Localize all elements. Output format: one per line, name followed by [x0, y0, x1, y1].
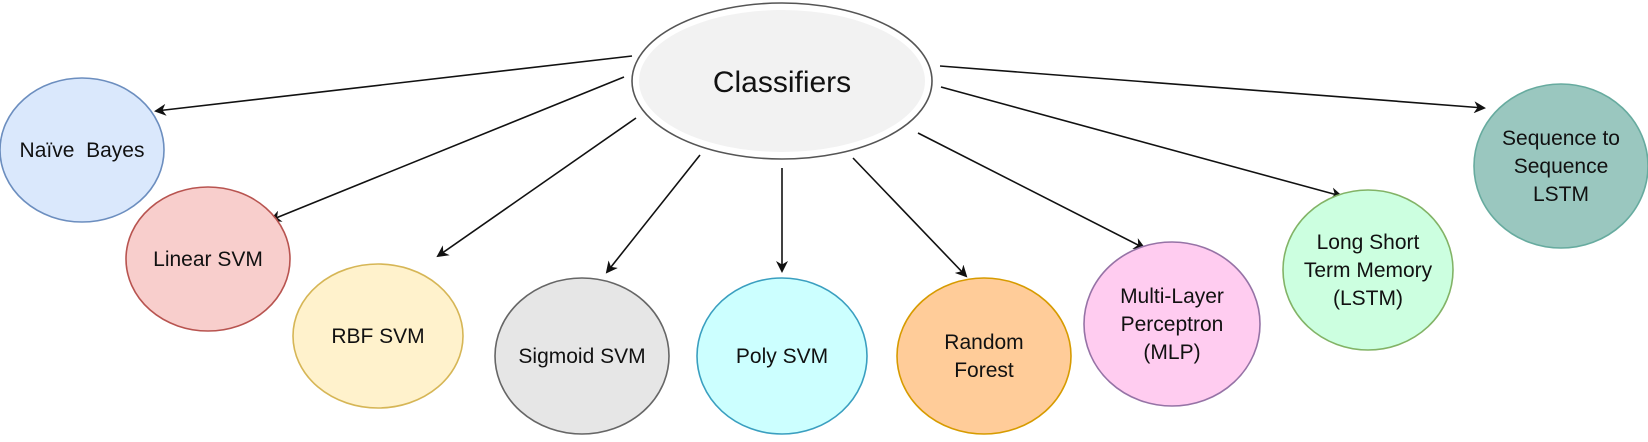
- node-label-linear-svm: Linear SVM: [153, 248, 263, 271]
- edge-arrow-lstm: [940, 86, 1343, 200]
- root-label: Classifiers: [713, 66, 851, 99]
- node-ellipse-linear-svm: [125, 186, 291, 332]
- edge-arrow-naive-bayes: [154, 55, 633, 116]
- root-node: Classifiers: [631, 2, 933, 160]
- node-poly-svm: Poly SVM: [696, 277, 868, 435]
- node-label-mlp: Multi-Layer: [1120, 285, 1224, 308]
- edge-arrow-seq2seq-lstm: [939, 65, 1486, 114]
- node-label-mlp: (MLP): [1143, 341, 1200, 364]
- edges-group: [154, 55, 1486, 278]
- node-naive-bayes: Naïve Bayes: [0, 77, 165, 223]
- node-ellipse-lstm: [1282, 189, 1454, 351]
- node-rbf-svm: RBF SVM: [292, 263, 464, 409]
- node-label-poly-svm: Poly SVM: [736, 345, 828, 368]
- node-ellipse-rbf-svm: [292, 263, 464, 409]
- node-label-seq2seq-lstm: LSTM: [1533, 183, 1589, 206]
- node-label-seq2seq-lstm: Sequence to: [1502, 127, 1620, 150]
- node-sigmoid-svm: Sigmoid SVM: [494, 277, 670, 435]
- node-label-random-forest: Forest: [954, 359, 1014, 382]
- edge-arrow-linear-svm: [269, 76, 625, 222]
- node-label-seq2seq-lstm: Sequence: [1514, 155, 1609, 178]
- edge-arrow-random-forest: [852, 157, 968, 278]
- edge-arrow-rbf-svm: [436, 117, 637, 258]
- node-label-sigmoid-svm: Sigmoid SVM: [518, 345, 645, 368]
- node-ellipse-sigmoid-svm: [494, 277, 670, 435]
- node-label-rbf-svm: RBF SVM: [331, 325, 424, 348]
- node-ellipse-poly-svm: [696, 277, 868, 435]
- node-linear-svm: Linear SVM: [125, 186, 291, 332]
- node-label-lstm: Long Short: [1317, 231, 1420, 254]
- node-label-random-forest: Random: [944, 331, 1023, 354]
- node-ellipse-naive-bayes: [0, 77, 165, 223]
- node-label-lstm: (LSTM): [1333, 287, 1403, 310]
- node-label-lstm: Term Memory: [1304, 259, 1433, 282]
- root-ellipse: [639, 10, 925, 152]
- node-ellipse-random-forest: [896, 277, 1072, 435]
- node-ellipse-seq2seq-lstm: [1473, 83, 1648, 249]
- edge-arrow-mlp: [917, 132, 1146, 249]
- node-ellipse-mlp: [1083, 241, 1261, 407]
- node-label-mlp: Perceptron: [1121, 313, 1224, 336]
- node-label-naive-bayes: Naïve Bayes: [20, 139, 145, 162]
- edge-arrow-sigmoid-svm: [605, 154, 701, 274]
